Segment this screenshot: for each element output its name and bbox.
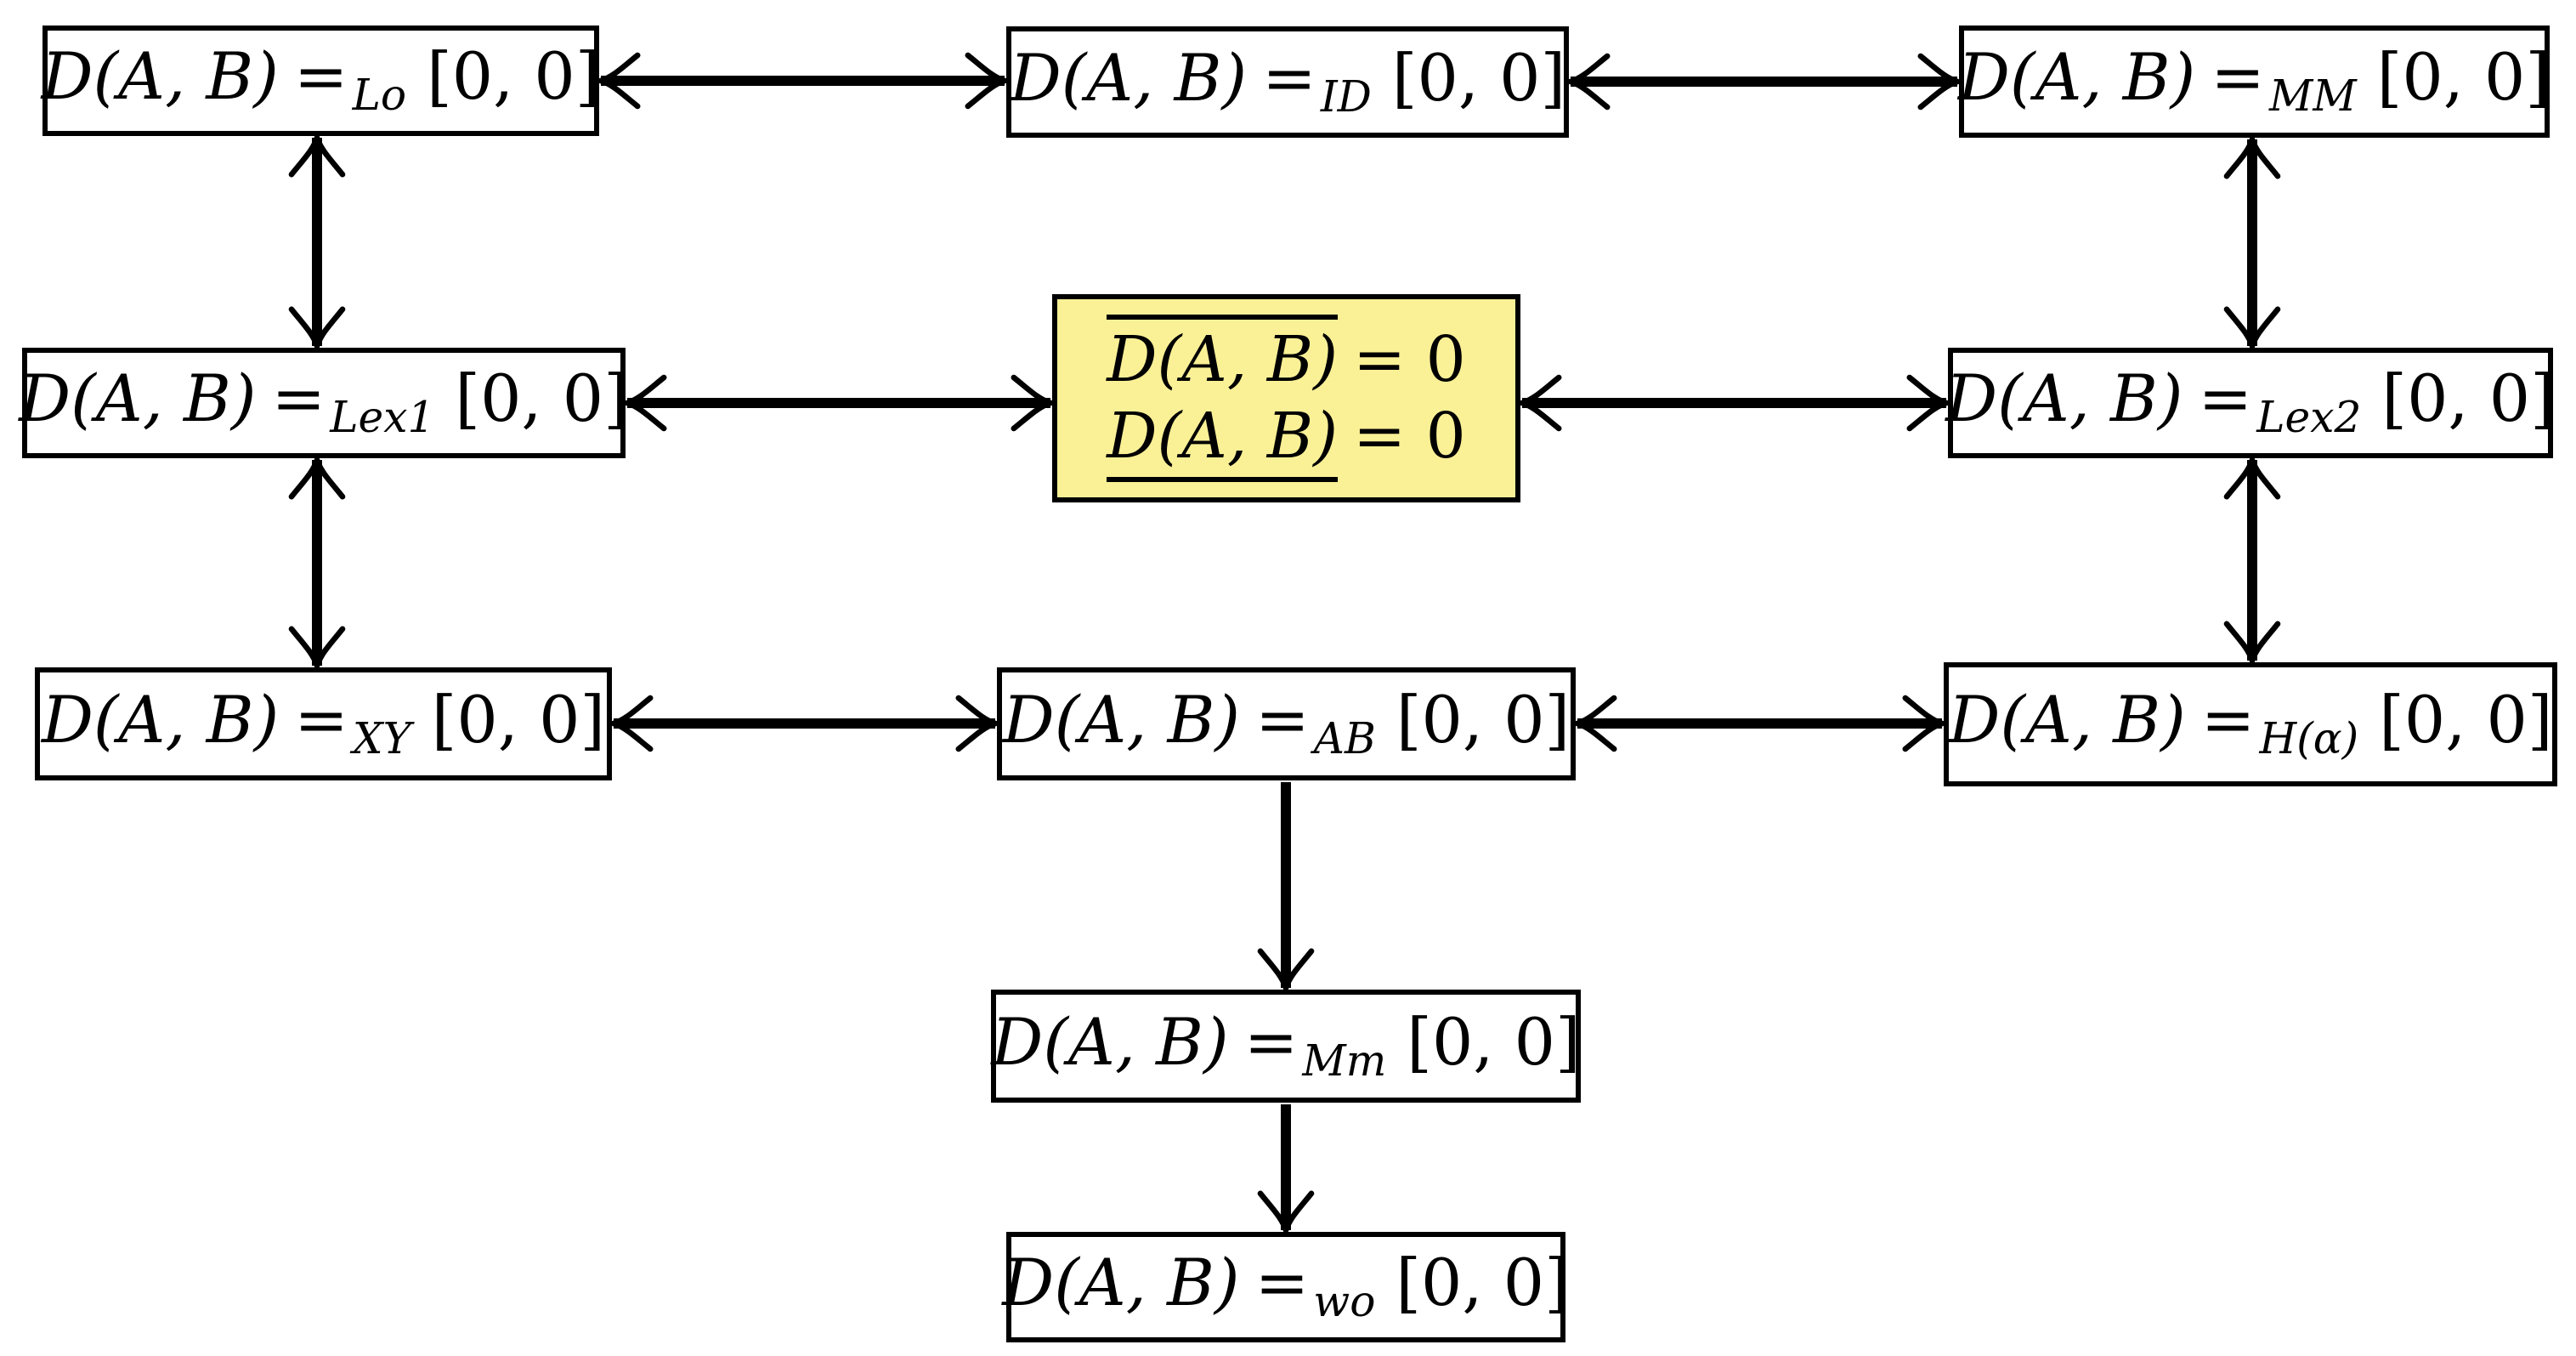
formula-text: D(A, B) (1002, 1245, 1240, 1321)
subscript-label: AB (1313, 712, 1376, 763)
equals-sign: = (271, 360, 326, 437)
subscript-label: H(α) (2259, 713, 2359, 764)
equals-sign: = (2198, 360, 2253, 437)
interval-value: [0, 0] (2376, 39, 2551, 116)
node-lo: D(A, B)=Lo [0, 0] (42, 26, 601, 136)
node-lex2: D(A, B)=Lex2 [0, 0] (1945, 348, 2556, 458)
formula-text: D(A, B) (41, 38, 279, 115)
subscript-label: Lex2 (2256, 392, 2362, 443)
node-id: D(A, B)=ID [0, 0] (1006, 26, 1569, 138)
node-lex1: D(A, B)=Lex1 [0, 0] (19, 348, 629, 458)
subscript-label: Lo (352, 70, 407, 121)
node-lo-math: D(A, B)=Lo[0, 0] (42, 44, 601, 116)
subscript-label: MM (2268, 71, 2357, 122)
interval-value: [0, 0] (2381, 360, 2556, 437)
formula-text: D(A, B) (991, 1003, 1229, 1080)
center-line-upper: D(A, B)= 0 (1107, 315, 1466, 396)
interval-value: [0, 0] (1391, 39, 1566, 116)
interval-value: [0, 0] (1396, 1245, 1570, 1321)
interval-value: [0, 0] (427, 38, 601, 115)
interval-value: [0, 0] (431, 681, 606, 757)
formula-text: D(A, B) (41, 681, 280, 757)
node-mm-lower-math: D(A, B)=Mm[0, 0] (991, 1009, 1580, 1082)
equals-sign: = (2200, 682, 2256, 758)
subscript-label: ID (1320, 71, 1372, 122)
equals-sign: = (294, 681, 348, 757)
equals-sign: = (293, 38, 348, 115)
node-halpha-math: D(A, B)=H(α)[0, 0] (1948, 688, 2552, 760)
formula-text: D(A, B) (1945, 360, 2183, 437)
interval-value: [0, 0] (455, 360, 629, 437)
node-xy-math: D(A, B)=XY[0, 0] (42, 687, 605, 763)
interval-value: [0, 0] (2379, 682, 2553, 758)
node-lex2-math: D(A, B)=Lex2[0, 0] (1945, 366, 2556, 439)
node-wo-math: D(A, B)=wo[0, 0] (1002, 1251, 1569, 1323)
overlined-formula: D(A, B) (1107, 315, 1339, 396)
interval-value: [0, 0] (1407, 1003, 1581, 1080)
formula-text: D(A, B) (19, 360, 257, 437)
interval-value: [0, 0] (1396, 681, 1571, 757)
node-mm-math: D(A, B)=MM[0, 0] (1958, 45, 2551, 117)
node-mm: D(A, B)=MM [0, 0] (1958, 26, 2551, 138)
node-id-math: D(A, B)=ID[0, 0] (1010, 45, 1565, 118)
subscript-label: Mm (1302, 1035, 1387, 1086)
equals-zero: = 0 (1353, 323, 1466, 397)
node-wo: D(A, B)=wo [0, 0] (1002, 1232, 1570, 1342)
node-halpha: D(A, B)=H(α) [0, 0] (1944, 662, 2557, 786)
node-ab-math: D(A, B)=AB[0, 0] (1003, 687, 1570, 763)
subscript-label: Lex1 (330, 392, 435, 443)
equals-sign: = (2211, 39, 2265, 116)
formula-text: D(A, B) (1002, 681, 1241, 757)
node-lex1-math: D(A, B)=Lex1[0, 0] (19, 366, 629, 439)
subscript-label: wo (1313, 1276, 1376, 1327)
formula-text: D(A, B) (1009, 39, 1248, 116)
center-line-lower: D(A, B)= 0 (1107, 400, 1466, 482)
node-center: D(A, B)= 0 D(A, B)= 0 (1052, 294, 1520, 502)
node-mm-lower: D(A, B)=Mm [0, 0] (991, 990, 1581, 1103)
subscript-label: XY (352, 712, 411, 763)
equals-zero: = 0 (1353, 399, 1466, 473)
underlined-formula: D(A, B) (1107, 400, 1339, 482)
node-ab: D(A, B)=AB [0, 0] (997, 667, 1576, 780)
equals-sign: = (1243, 1003, 1299, 1080)
formula-text: D(A, B) (1948, 682, 2186, 758)
equals-sign: = (1262, 39, 1316, 116)
equals-sign: = (1254, 1245, 1310, 1321)
node-xy: D(A, B)=XY [0, 0] (35, 667, 612, 780)
formula-text: D(A, B) (1957, 39, 2196, 116)
equals-sign: = (1255, 681, 1310, 757)
